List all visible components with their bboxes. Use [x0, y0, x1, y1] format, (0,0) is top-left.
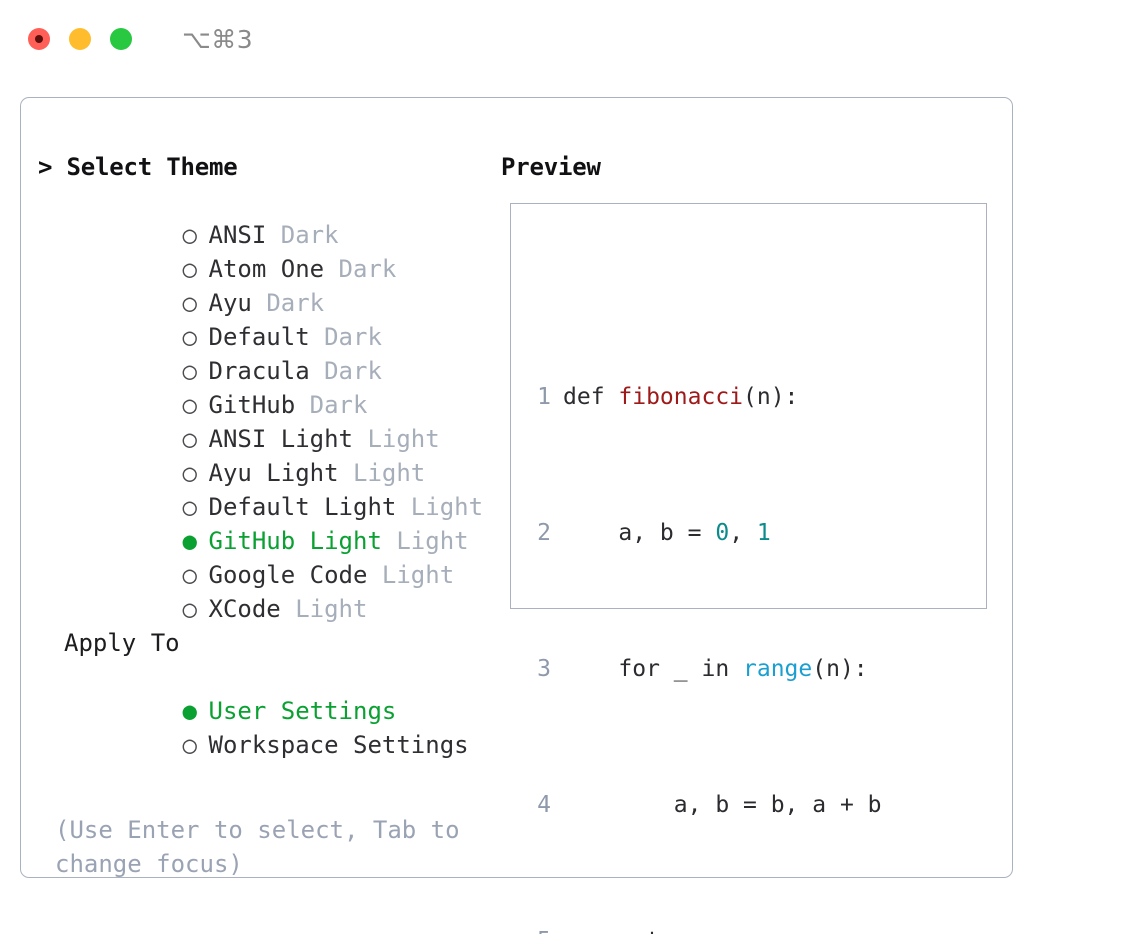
title-bar: ⌥⌘3 [0, 0, 1140, 78]
theme-kind-label: Dark [266, 289, 325, 317]
code-token: (n): [812, 656, 868, 682]
radio-icon: ○ [182, 357, 197, 385]
theme-name-label: Dracula [208, 357, 310, 385]
code-token: a, b = [563, 520, 716, 546]
maximize-button[interactable] [110, 28, 132, 50]
radio-icon: ○ [182, 595, 197, 623]
radio-icon: ○ [182, 221, 197, 249]
code-token: return a [563, 928, 729, 934]
theme-kind-label: Dark [309, 391, 368, 419]
radio-icon: ○ [182, 459, 197, 487]
preview-column: Preview [501, 150, 1001, 184]
theme-kind-label: Dark [280, 221, 339, 249]
theme-kind-label: Light [353, 459, 426, 487]
code-token-builtin: range [743, 656, 813, 682]
radio-icon: ○ [182, 391, 197, 419]
theme-option-default-light[interactable]: ○ Default Light Light [38, 456, 488, 521]
code-token: for _ in [563, 656, 744, 682]
code-token-number: 1 [756, 520, 771, 546]
code-line: 4 a, b = b, a + b [529, 788, 921, 822]
code-line: 1 def fibonacci(n): [529, 380, 921, 414]
theme-name-label: Ayu [208, 289, 252, 317]
close-button[interactable] [28, 28, 50, 50]
theme-name-label: Ayu Light [208, 459, 339, 487]
theme-option-ayu-dark[interactable]: ○ Ayu Dark [38, 252, 488, 317]
radio-icon-selected: ● [182, 527, 197, 555]
theme-option-dracula-dark[interactable]: ○ Dracula Dark [38, 320, 488, 385]
theme-option-ayu-light[interactable]: ○ Ayu Light Light [38, 422, 488, 487]
theme-kind-label: Light [367, 425, 440, 453]
keyboard-hint-text: (Use Enter to select, Tab to change focu… [55, 816, 475, 878]
code-token: , [729, 520, 757, 546]
theme-kind-label: Light [295, 595, 368, 623]
theme-kind-label: Light [410, 493, 484, 521]
line-number: 2 [537, 520, 551, 546]
theme-option-default-dark[interactable]: ○ Default Dark [38, 286, 488, 351]
theme-name-label: Default [208, 323, 310, 351]
select-theme-header: > Select Theme [38, 153, 238, 181]
minimize-button[interactable] [69, 28, 91, 50]
theme-option-ansi-light[interactable]: ○ ANSI Light Light [38, 388, 488, 453]
radio-icon: ○ [182, 289, 197, 317]
theme-selector-column: > Select Theme ○ ANSI Dark ○ Atom One Dark… [38, 150, 488, 878]
radio-icon: ○ [182, 493, 197, 521]
code-token: def [563, 384, 619, 410]
code-line: 5 return a [529, 924, 921, 934]
theme-option-xcode[interactable]: ○ XCode Light [38, 558, 488, 623]
theme-name-label: ANSI [208, 221, 267, 249]
theme-kind-label: Light [396, 527, 469, 555]
theme-kind-label: Dark [338, 255, 397, 283]
theme-name-label: GitHub Light [208, 527, 382, 555]
theme-name-label: Default Light [208, 493, 397, 521]
radio-icon: ○ [182, 255, 197, 283]
code-token: a, b = b, a + b [563, 792, 882, 818]
code-token: (n): [743, 384, 799, 410]
line-number: 3 [537, 656, 551, 682]
theme-option-github-light[interactable]: ● GitHub Light Light [38, 490, 488, 555]
theme-kind-label: Dark [324, 323, 382, 351]
line-number: 4 [537, 792, 551, 818]
theme-name-label: GitHub [208, 391, 296, 419]
radio-icon: ○ [182, 323, 197, 351]
apply-to-option-workspace-settings[interactable]: ○ Workspace Settings [38, 694, 488, 759]
apply-to-option-user-settings[interactable]: ● User Settings [38, 660, 488, 725]
code-line: 3 for _ in range(n): [529, 652, 921, 686]
keyboard-shortcut-label: ⌥⌘3 [182, 24, 254, 54]
theme-option-ansi-dark[interactable]: ○ ANSI Dark [38, 184, 488, 249]
theme-option-github-dark[interactable]: ○ GitHub Dark [38, 354, 488, 419]
theme-name-label: Atom One [208, 255, 325, 283]
theme-kind-label: Light [381, 561, 455, 589]
apply-to-heading: Apply To [64, 629, 180, 657]
line-number: 1 [537, 384, 551, 410]
line-number: 5 [529, 924, 551, 934]
apply-to-option-label: User Settings [208, 697, 397, 725]
theme-name-label: Google Code [208, 561, 368, 589]
code-token-number: 0 [715, 520, 730, 546]
theme-kind-label: Dark [324, 357, 382, 385]
theme-option-google-code[interactable]: ○ Google Code Light [38, 524, 488, 589]
main-panel: > Select Theme ○ ANSI Dark ○ Atom One Dark… [20, 97, 1013, 934]
code-token-function: fibonacci [618, 384, 744, 410]
apply-to-option-label: Workspace Settings [208, 731, 469, 759]
radio-icon: ○ [182, 425, 197, 453]
code-line: 2 a, b = 0, 1 [529, 516, 921, 550]
theme-option-atom-one-dark[interactable]: ○ Atom One Dark [38, 218, 488, 283]
theme-name-label: ANSI Light [208, 425, 354, 453]
radio-icon: ○ [182, 731, 197, 759]
radio-icon-selected: ● [182, 697, 197, 725]
theme-name-label: XCode [208, 595, 281, 623]
traffic-light-controls [28, 28, 132, 50]
radio-icon: ○ [182, 561, 197, 589]
preview-heading: Preview [501, 153, 601, 181]
